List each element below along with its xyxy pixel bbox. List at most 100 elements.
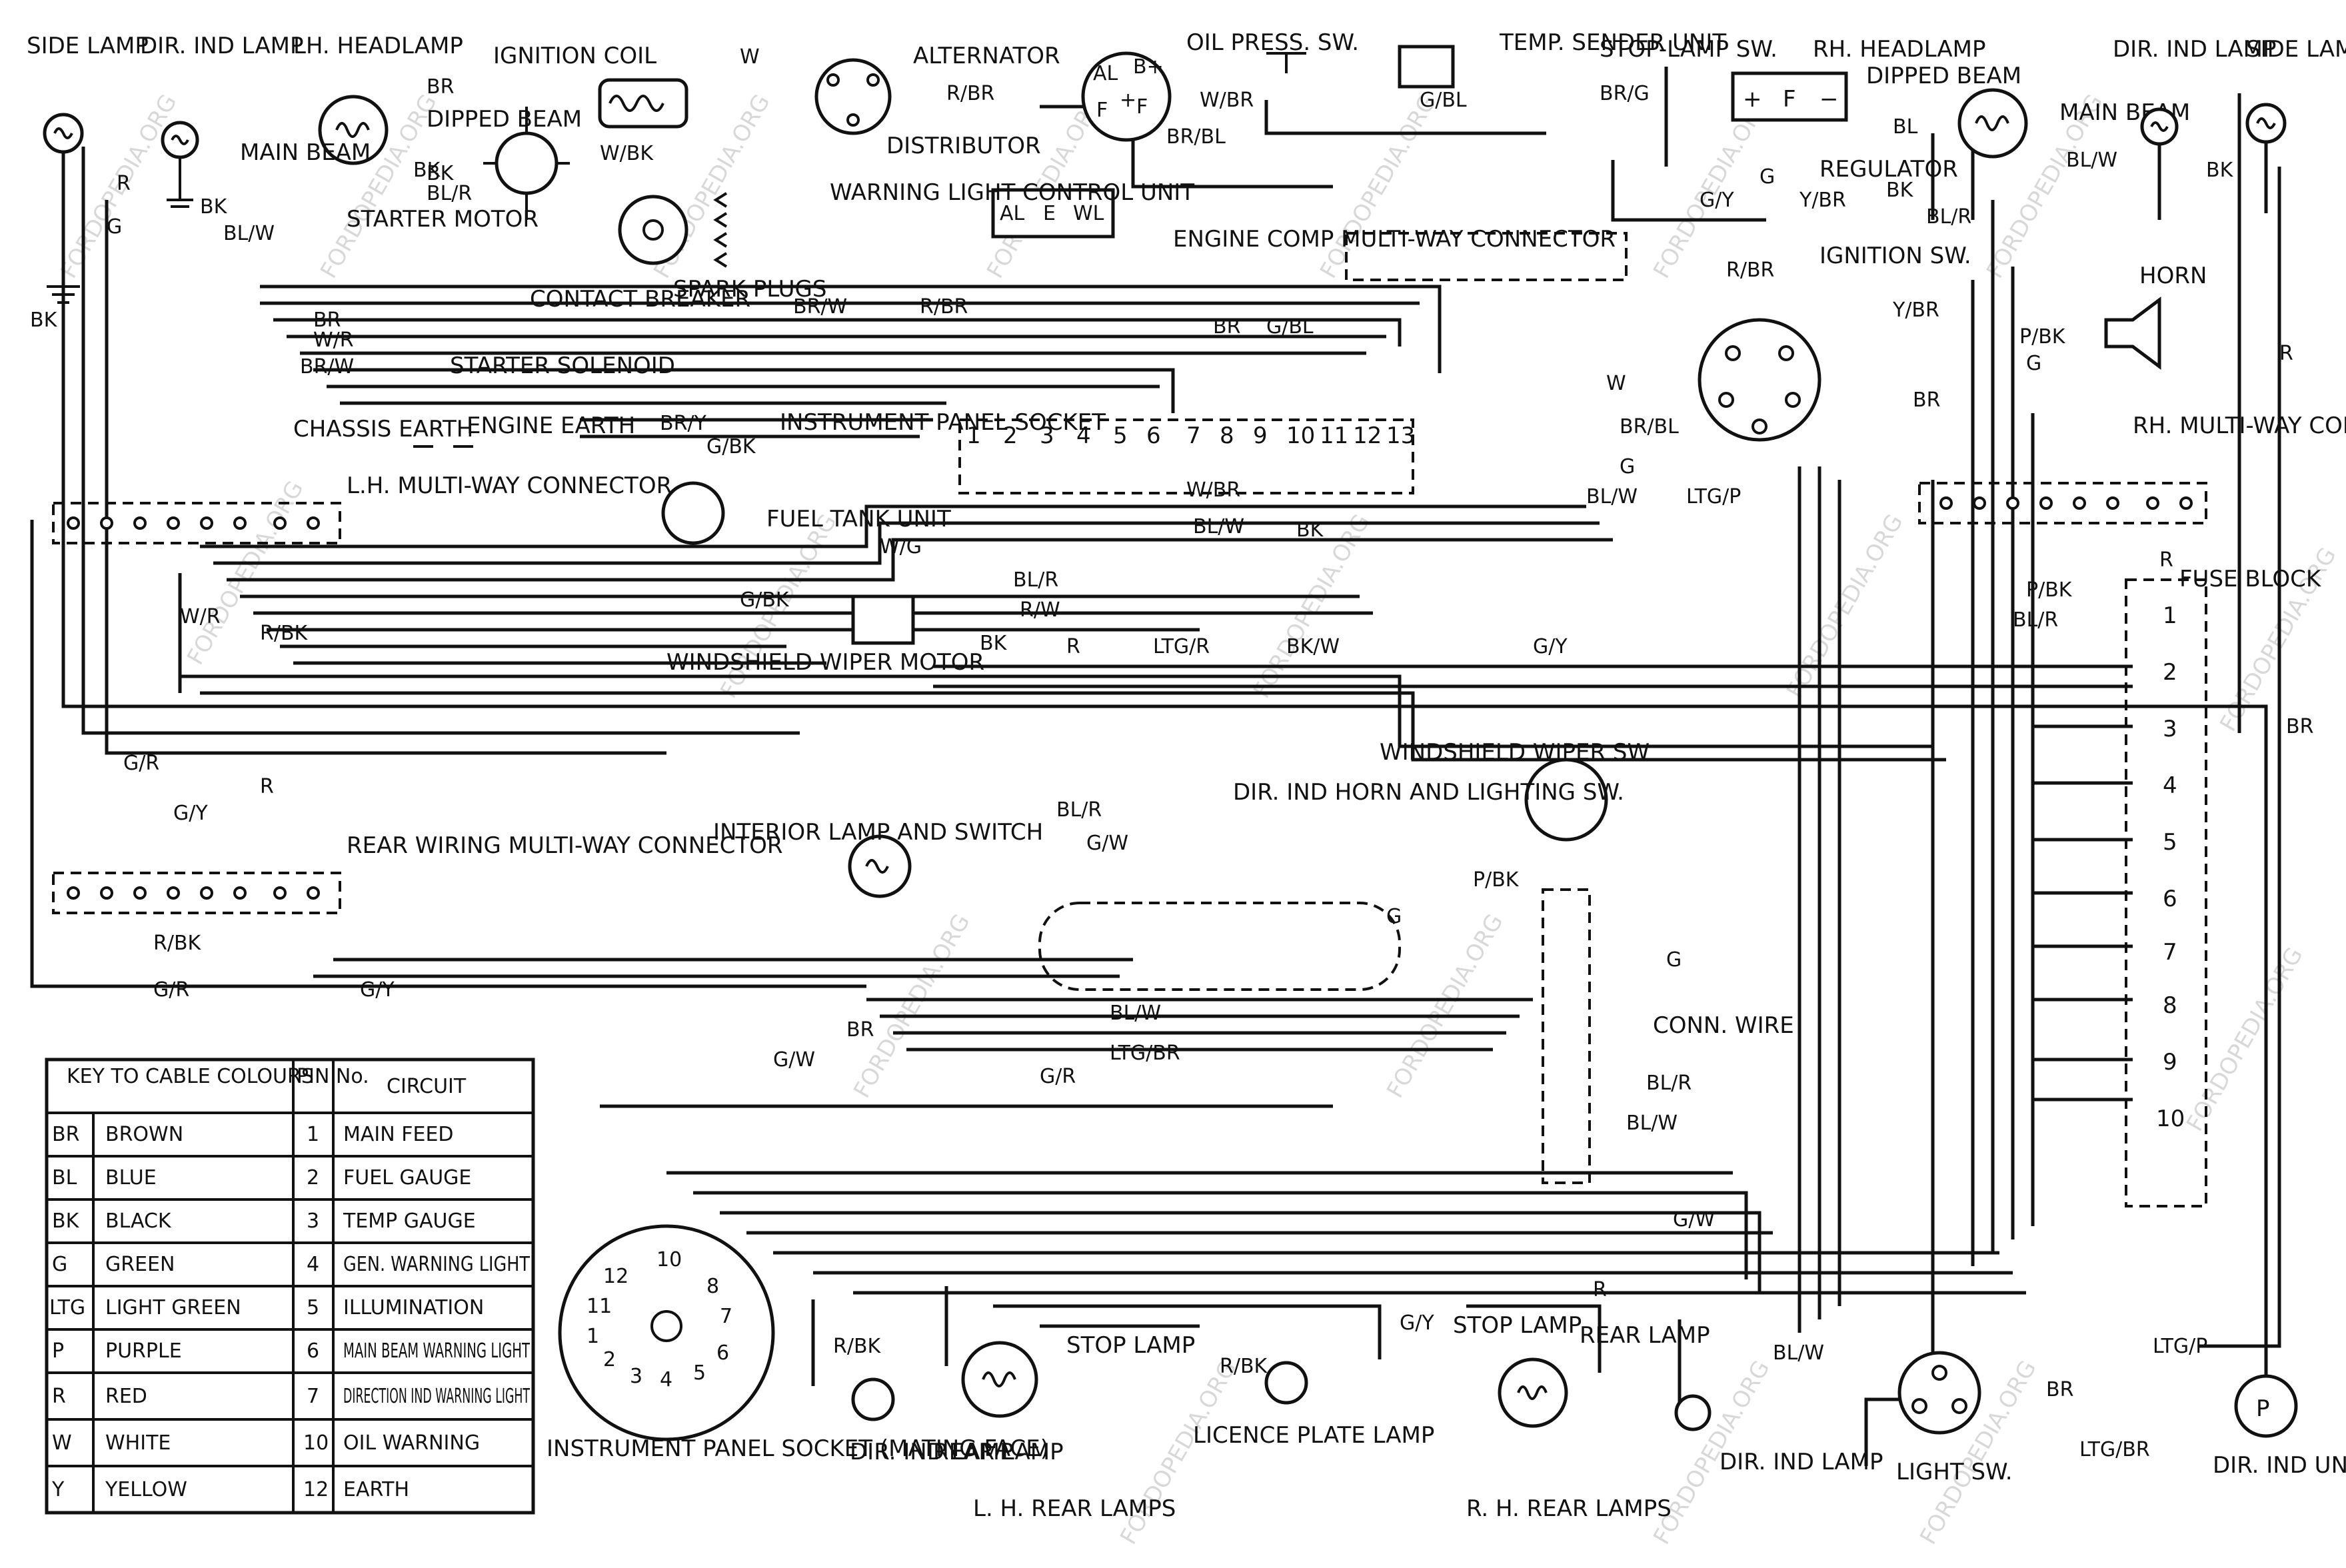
- svg-text:CONTACT BREAKER: CONTACT BREAKER: [530, 286, 750, 313]
- svg-text:LIGHT GREEN: LIGHT GREEN: [105, 1296, 241, 1319]
- svg-text:R: R: [117, 172, 131, 195]
- svg-text:ILLUMINATION: ILLUMINATION: [343, 1296, 484, 1319]
- svg-text:L. H. REAR LAMPS: L. H. REAR LAMPS: [973, 1495, 1176, 1522]
- svg-text:RH. MULTI-WAY CONNECTOR: RH. MULTI-WAY CONNECTOR: [2133, 412, 2346, 439]
- svg-text:BR/BL: BR/BL: [1166, 125, 1226, 149]
- svg-text:REGULATOR: REGULATOR: [1819, 156, 1958, 183]
- svg-text:2: 2: [307, 1166, 319, 1189]
- svg-text:R: R: [1066, 635, 1080, 658]
- svg-text:10: 10: [656, 1248, 682, 1271]
- svg-text:BL/R: BL/R: [1926, 205, 1971, 229]
- svg-text:WINDSHIELD WIPER MOTOR: WINDSHIELD WIPER MOTOR: [666, 649, 984, 676]
- svg-text:R/BK: R/BK: [153, 932, 202, 955]
- rh-multiway-connector: RH. MULTI-WAY CONNECTOR: [1918, 412, 2346, 524]
- svg-text:KEY TO CABLE COLOURS: KEY TO CABLE COLOURS: [67, 1065, 314, 1088]
- svg-text:LICENCE PLATE LAMP: LICENCE PLATE LAMP: [1193, 1422, 1434, 1449]
- svg-text:3: 3: [1040, 422, 1054, 449]
- regulator: REGULATOR: [1819, 156, 1958, 183]
- dir-ind-unit: P DIR. IND UNIT: [2213, 1374, 2346, 1479]
- svg-text:BK: BK: [427, 162, 455, 185]
- svg-text:TEMP GAUGE: TEMP GAUGE: [343, 1209, 476, 1233]
- svg-text:BR: BR: [313, 309, 341, 332]
- svg-text:W/BK: W/BK: [600, 142, 654, 165]
- svg-text:W/BR: W/BR: [1186, 478, 1240, 502]
- svg-text:2: 2: [2163, 659, 2177, 686]
- svg-text:YELLOW: YELLOW: [105, 1478, 187, 1501]
- svg-text:10: 10: [303, 1431, 329, 1455]
- svg-text:G/W: G/W: [1673, 1208, 1715, 1231]
- svg-text:RH. HEADLAMP: RH. HEADLAMP: [1813, 36, 1986, 63]
- svg-text:8: 8: [706, 1275, 719, 1298]
- svg-text:R/BR: R/BR: [946, 82, 994, 105]
- svg-text:P/BK: P/BK: [2019, 325, 2066, 349]
- svg-text:G/R: G/R: [153, 978, 189, 1002]
- svg-text:F: F: [1783, 86, 1796, 113]
- svg-text:RED: RED: [105, 1385, 147, 1408]
- svg-text:LTG/R: LTG/R: [1153, 635, 1210, 658]
- svg-text:OIL PRESS. SW.: OIL PRESS. SW.: [1186, 29, 1359, 56]
- light-switch: LIGHT SW.: [1896, 1351, 2013, 1485]
- svg-text:E: E: [1043, 202, 1056, 225]
- svg-text:BK: BK: [200, 195, 228, 219]
- svg-text:G/Y: G/Y: [1400, 1311, 1434, 1335]
- svg-text:BL/W: BL/W: [1626, 1112, 1678, 1135]
- svg-text:Y/BR: Y/BR: [1799, 189, 1846, 212]
- svg-text:1: 1: [2163, 602, 2177, 629]
- svg-text:6: 6: [1146, 422, 1161, 449]
- svg-text:ENGINE COMP MULTI-WAY CONNECTO: ENGINE COMP MULTI-WAY CONNECTOR: [1173, 226, 1616, 253]
- svg-text:DIR. IND HORN AND LIGHTING SW.: DIR. IND HORN AND LIGHTING SW.: [1233, 779, 1624, 806]
- svg-text:8: 8: [1220, 422, 1234, 449]
- fuel-tank-unit: FUEL TANK UNIT: [661, 481, 951, 545]
- svg-text:BL: BL: [1893, 115, 1918, 139]
- svg-text:R: R: [1593, 1278, 1607, 1301]
- svg-text:12: 12: [1353, 422, 1382, 449]
- svg-text:9: 9: [1253, 422, 1268, 449]
- svg-text:BK: BK: [30, 309, 58, 332]
- svg-text:7: 7: [2163, 939, 2177, 966]
- svg-text:BR/BL: BR/BL: [1620, 415, 1679, 438]
- svg-text:F: F: [1136, 95, 1148, 119]
- svg-text:BR: BR: [52, 1123, 79, 1146]
- svg-text:4: 4: [2163, 772, 2177, 799]
- svg-text:Y: Y: [51, 1478, 65, 1501]
- svg-text:R/BR: R/BR: [1726, 259, 1774, 282]
- svg-text:BR: BR: [1913, 389, 1940, 412]
- wiper-switch: WINDSHIELD WIPER SW: [1380, 739, 1650, 842]
- svg-text:IGNITION SW.: IGNITION SW.: [1819, 243, 1971, 269]
- svg-text:W/G: W/G: [880, 535, 922, 558]
- svg-text:12: 12: [603, 1265, 628, 1288]
- oil-press-switch: OIL PRESS. SW.: [1186, 29, 1359, 73]
- svg-text:BL/W: BL/W: [1773, 1341, 1824, 1365]
- svg-text:ALTERNATOR: ALTERNATOR: [913, 43, 1060, 69]
- svg-text:G: G: [2026, 352, 2041, 375]
- svg-text:CIRCUIT: CIRCUIT: [387, 1075, 467, 1098]
- side-lamp-right: SIDE LAMP: [2245, 36, 2346, 144]
- svg-text:ENGINE EARTH: ENGINE EARTH: [467, 412, 635, 439]
- svg-text:BL/W: BL/W: [1586, 485, 1638, 508]
- svg-text:W/R: W/R: [180, 605, 221, 628]
- svg-text:DIRECTION IND WARNING LIGHT: DIRECTION IND WARNING LIGHT: [343, 1385, 530, 1408]
- svg-text:BL/W: BL/W: [223, 222, 275, 245]
- svg-text:G/BK: G/BK: [740, 588, 790, 612]
- svg-text:BK: BK: [980, 632, 1008, 655]
- svg-text:2: 2: [603, 1348, 616, 1371]
- svg-text:P: P: [2256, 1395, 2270, 1422]
- svg-text:FUEL GAUGE: FUEL GAUGE: [343, 1166, 471, 1189]
- wiper-motor: WINDSHIELD WIPER MOTOR: [666, 594, 984, 676]
- svg-text:R: R: [2279, 342, 2293, 365]
- svg-text:WL: WL: [1073, 202, 1104, 225]
- svg-text:STOP LAMP: STOP LAMP: [1066, 1332, 1195, 1359]
- svg-text:R/BR: R/BR: [920, 295, 968, 319]
- svg-text:DIPPED BEAM: DIPPED BEAM: [1866, 63, 2021, 89]
- svg-text:R: R: [52, 1385, 66, 1408]
- svg-text:F: F: [1096, 99, 1108, 122]
- svg-text:STARTER SOLENOID: STARTER SOLENOID: [450, 353, 675, 379]
- svg-text:G/W: G/W: [773, 1048, 815, 1072]
- svg-text:R: R: [2159, 548, 2173, 572]
- svg-text:MAIN BEAM WARNING LIGHT: MAIN BEAM WARNING LIGHT: [343, 1339, 530, 1363]
- svg-text:R: R: [260, 775, 274, 798]
- svg-text:BL/W: BL/W: [2066, 149, 2117, 172]
- svg-text:4: 4: [660, 1368, 672, 1391]
- svg-text:10: 10: [1286, 422, 1315, 449]
- svg-text:G/BL: G/BL: [1420, 89, 1467, 112]
